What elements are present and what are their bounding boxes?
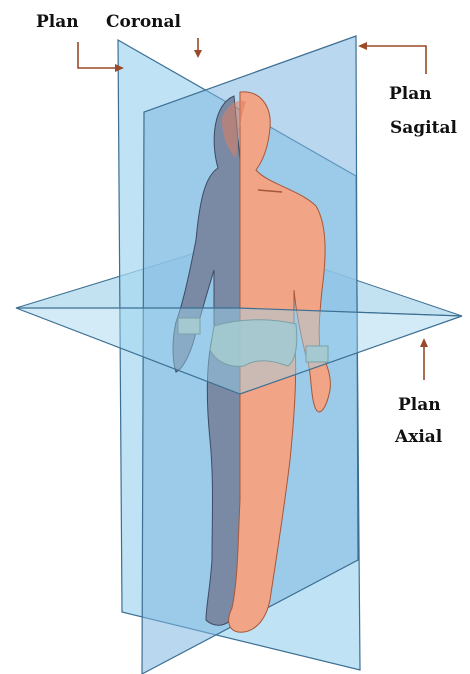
- axial-plane-label-word2: Axial: [395, 429, 442, 446]
- axial-plane-label-word1: Plan: [398, 397, 441, 414]
- axial-pointer-arrowhead: [420, 338, 428, 347]
- axial-plane-front: [16, 308, 462, 394]
- coronal-pointer-left: [78, 42, 120, 68]
- sagittal-pointer: [362, 46, 426, 74]
- coronal-plane-label-word1: Plan: [36, 14, 79, 31]
- sagittal-plane-label-word2: Sagital: [390, 120, 457, 137]
- coronal-pointer-down-arrowhead: [194, 50, 202, 58]
- coronal-plane-label-word2: Coronal: [106, 14, 181, 31]
- sagittal-pointer-arrowhead: [358, 42, 367, 50]
- sagittal-plane-label-word1: Plan: [389, 86, 432, 103]
